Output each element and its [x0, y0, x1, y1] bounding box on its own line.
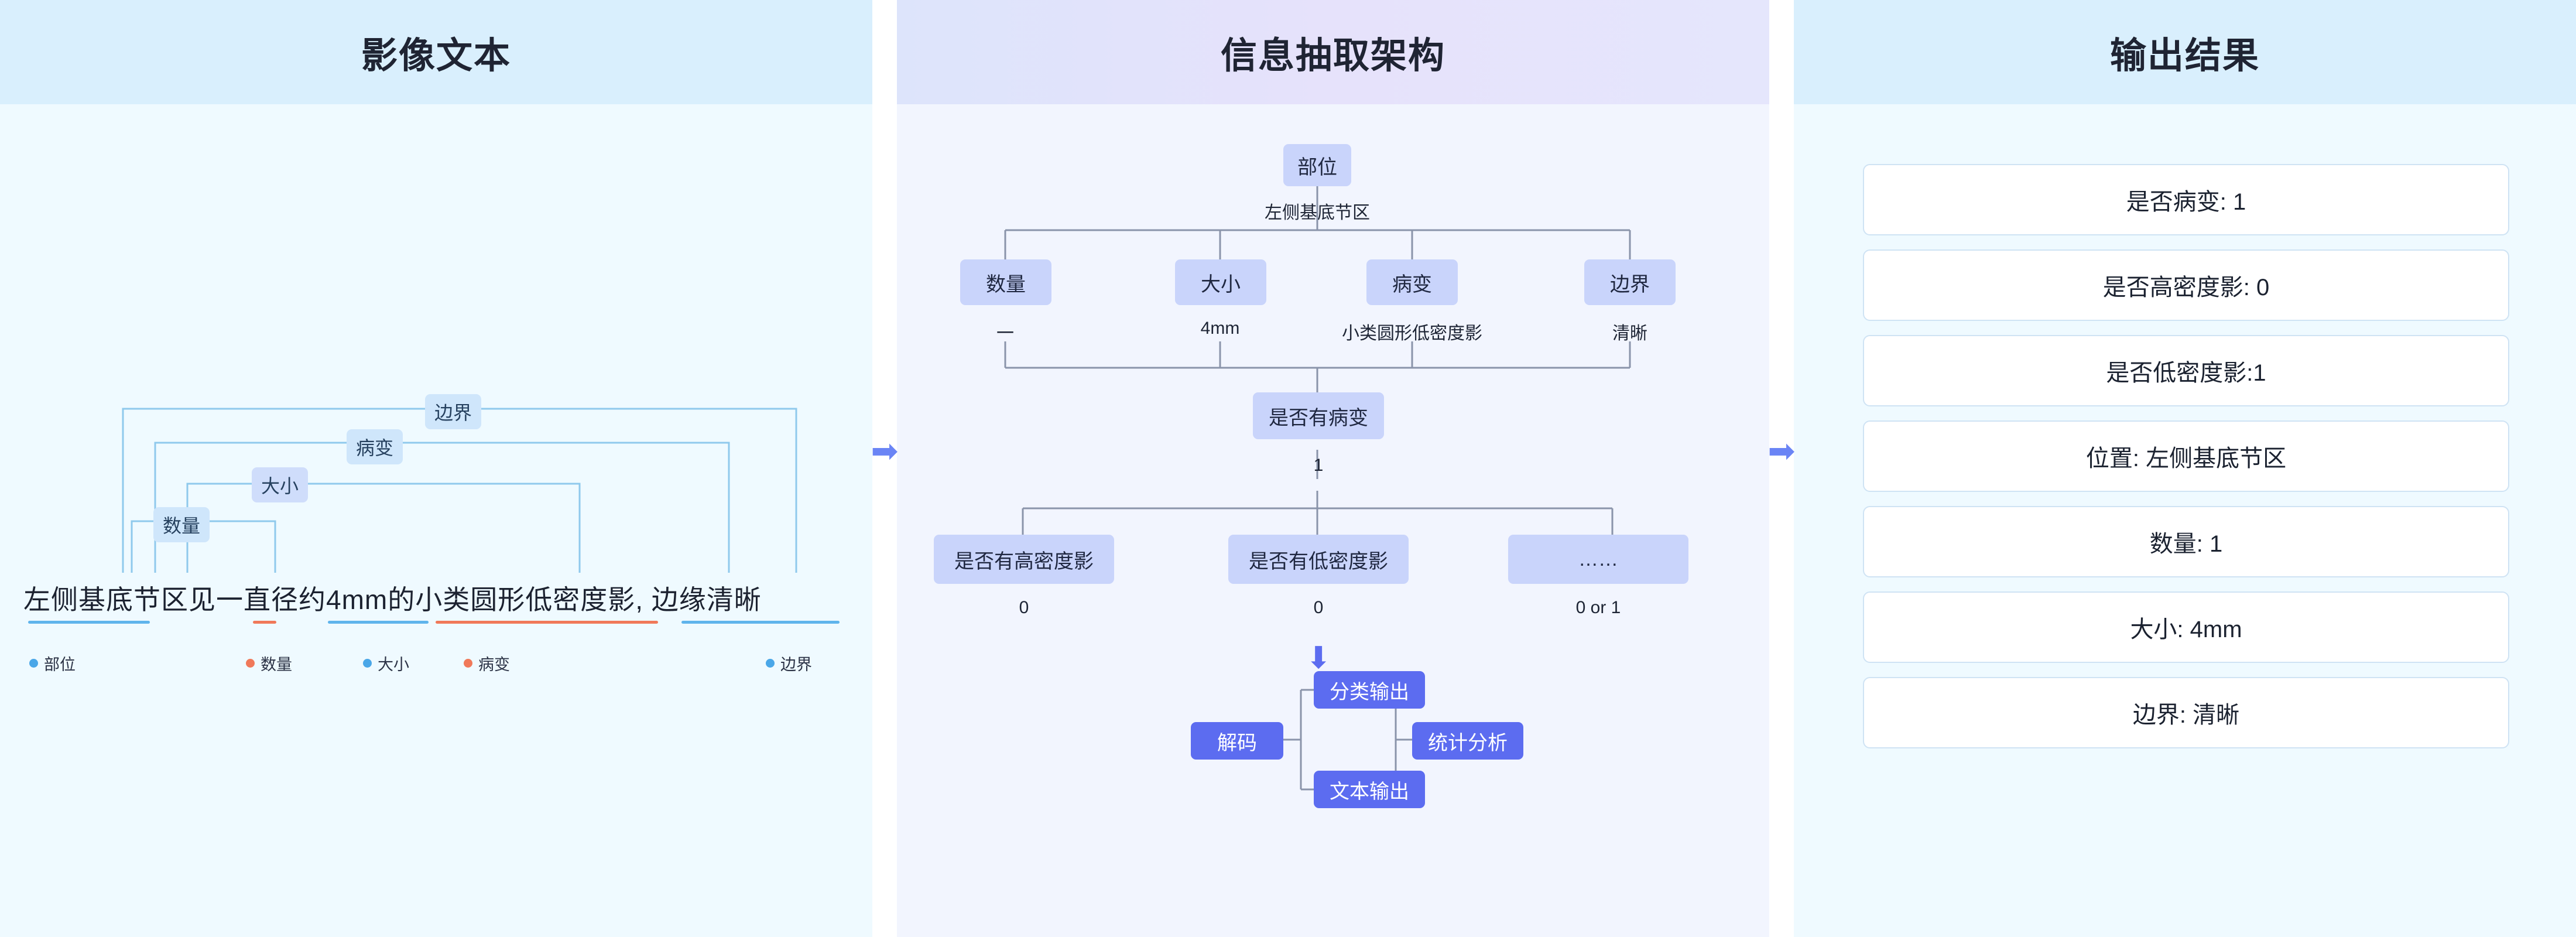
- mindmap-tag-bianjie: 边界: [425, 394, 482, 429]
- attr-value-shuliang: 一: [996, 324, 1014, 343]
- node-has-low-density: 是否有低密度影: [1228, 535, 1409, 584]
- legend-item-shuliang: 数量: [246, 652, 292, 675]
- node-root-buwei: 部位: [1283, 144, 1351, 186]
- child-value-other: 0 or 1: [1575, 598, 1621, 617]
- underline-bingbian: [436, 621, 658, 624]
- underline-daxiao: [328, 621, 429, 624]
- report-sentence: 左侧基底节区见一直径约4mm的小类圆形低密度影, 边缘清晰: [23, 584, 762, 615]
- mindmap-connectors: [122, 408, 797, 573]
- panel-right-body: 是否病变: 1 是否高密度影: 0 是否低密度影:1 位置: 左侧基底节区 数量…: [1794, 104, 2576, 937]
- panel-mid-title: 信息抽取架构: [897, 0, 1769, 104]
- node-attr-bianjie: 边界: [1584, 259, 1676, 305]
- result-card: 边界: 清晰: [1863, 677, 2509, 748]
- has-lesion-value: 1: [1313, 456, 1324, 475]
- legend-label: 数量: [261, 656, 292, 673]
- underline-buwei: [28, 621, 150, 624]
- legend-dot-icon: [246, 659, 255, 668]
- result-card: 数量: 1: [1863, 506, 2509, 577]
- node-text-output: 文本输出: [1314, 771, 1425, 808]
- legend: 部位 数量 大小 病变: [23, 652, 849, 675]
- mindmap: 边界 病变 大小 数量 左侧基底节区见一直径约4mm的小类圆形低密度影, 边缘清…: [0, 104, 872, 937]
- legend-item-bianjie: 边界: [766, 652, 812, 675]
- node-statistics: 统计分析: [1412, 722, 1523, 760]
- node-attr-bingbian: 病变: [1366, 259, 1458, 305]
- flow-arrow-left-to-middle: ➡: [871, 0, 899, 937]
- root-value: 左侧基底节区: [1265, 203, 1370, 223]
- arrow-right-icon: ➡: [871, 432, 899, 469]
- child-value-low: 0: [1313, 598, 1324, 617]
- panel-output-results: 输出结果 是否病变: 1 是否高密度影: 0 是否低密度影:1 位置: 左侧基底…: [1794, 0, 2576, 937]
- legend-label: 部位: [44, 656, 76, 673]
- legend-dot-icon: [464, 659, 472, 668]
- result-card: 位置: 左侧基底节区: [1863, 420, 2509, 492]
- node-has-high-density: 是否有高密度影: [934, 535, 1114, 584]
- panel-image-text: 影像文本: [0, 0, 872, 937]
- result-card: 是否病变: 1: [1863, 164, 2509, 235]
- panel-extraction-architecture: 信息抽取架构: [897, 0, 1769, 937]
- legend-item-bingbian: 病变: [464, 652, 510, 675]
- down-arrow-icon: ⬇: [1306, 641, 1331, 675]
- mindmap-tag-daxiao: 大小: [252, 467, 309, 502]
- legend-dot-icon: [766, 659, 775, 668]
- underline-shuliang: [253, 621, 276, 624]
- panel-mid-body: 部位 左侧基底节区 数量 大小 病变 边界 一 4mm 小类圆形低密度影 清晰 …: [897, 104, 1769, 937]
- legend-dot-icon: [363, 659, 372, 668]
- child-value-high: 0: [1019, 598, 1029, 617]
- attr-value-bingbian: 小类圆形低密度影: [1342, 324, 1482, 343]
- panel-right-title: 输出结果: [1794, 0, 2576, 104]
- architecture-diagram: 部位 左侧基底节区 数量 大小 病变 边界 一 4mm 小类圆形低密度影 清晰 …: [897, 104, 1769, 937]
- legend-dot-icon: [29, 659, 38, 668]
- mindmap-tag-shuliang: 数量: [153, 507, 210, 542]
- node-ellipsis: ……: [1508, 535, 1688, 584]
- attr-value-daxiao: 4mm: [1200, 319, 1240, 338]
- result-card: 是否高密度影: 0: [1863, 249, 2509, 321]
- result-card: 大小: 4mm: [1863, 591, 2509, 663]
- legend-label: 大小: [378, 656, 409, 673]
- legend-label: 病变: [478, 656, 510, 673]
- panel-left-body: 边界 病变 大小 数量 左侧基底节区见一直径约4mm的小类圆形低密度影, 边缘清…: [0, 104, 872, 937]
- legend-label: 边界: [780, 656, 812, 673]
- node-classification: 分类输出: [1314, 671, 1425, 709]
- node-attr-daxiao: 大小: [1175, 259, 1266, 305]
- arrow-right-icon: ➡: [1767, 432, 1796, 469]
- underline-bianjie: [681, 621, 840, 624]
- flow-arrow-middle-to-right: ➡: [1767, 0, 1796, 937]
- mindmap-tag-bingbian: 病变: [347, 429, 403, 464]
- node-attr-shuliang: 数量: [960, 259, 1051, 305]
- result-card: 是否低密度影:1: [1863, 335, 2509, 406]
- attr-value-bianjie: 清晰: [1612, 324, 1647, 343]
- node-has-lesion: 是否有病变: [1253, 392, 1384, 439]
- legend-item-buwei: 部位: [29, 652, 76, 675]
- node-decoder: 解码: [1191, 722, 1283, 760]
- architecture-connectors: [1004, 186, 1631, 791]
- panel-left-title: 影像文本: [0, 0, 872, 104]
- legend-item-daxiao: 大小: [363, 652, 409, 675]
- result-card-list: 是否病变: 1 是否高密度影: 0 是否低密度影:1 位置: 左侧基底节区 数量…: [1794, 104, 2576, 937]
